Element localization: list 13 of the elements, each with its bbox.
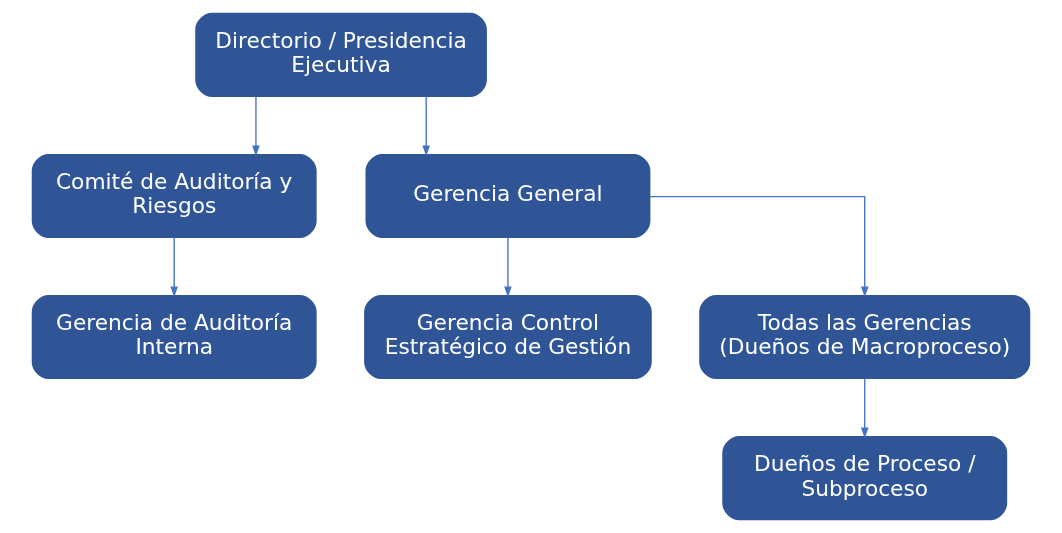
arrow: [170, 236, 178, 298]
arrow: [649, 195, 869, 298]
node-box: Gerencia de Auditoría Interna: [31, 295, 317, 380]
node-box: Dueños de Proceso / Subproceso: [722, 436, 1008, 521]
node-box: Todas las Gerencias (Dueños de Macroproceso): [699, 295, 1031, 380]
arrow: [504, 236, 512, 298]
node-box: Directorio / Presidencia Ejecutiva: [195, 12, 487, 97]
node-box: Gerencia General: [365, 153, 651, 238]
arrow: [252, 95, 260, 157]
arrow: [860, 377, 869, 439]
node-box: Gerencia Control Estratégico de Gestión: [364, 295, 652, 380]
arrow: [422, 95, 430, 157]
node-box: Comité de Auditoría y Riesgos: [31, 153, 317, 238]
